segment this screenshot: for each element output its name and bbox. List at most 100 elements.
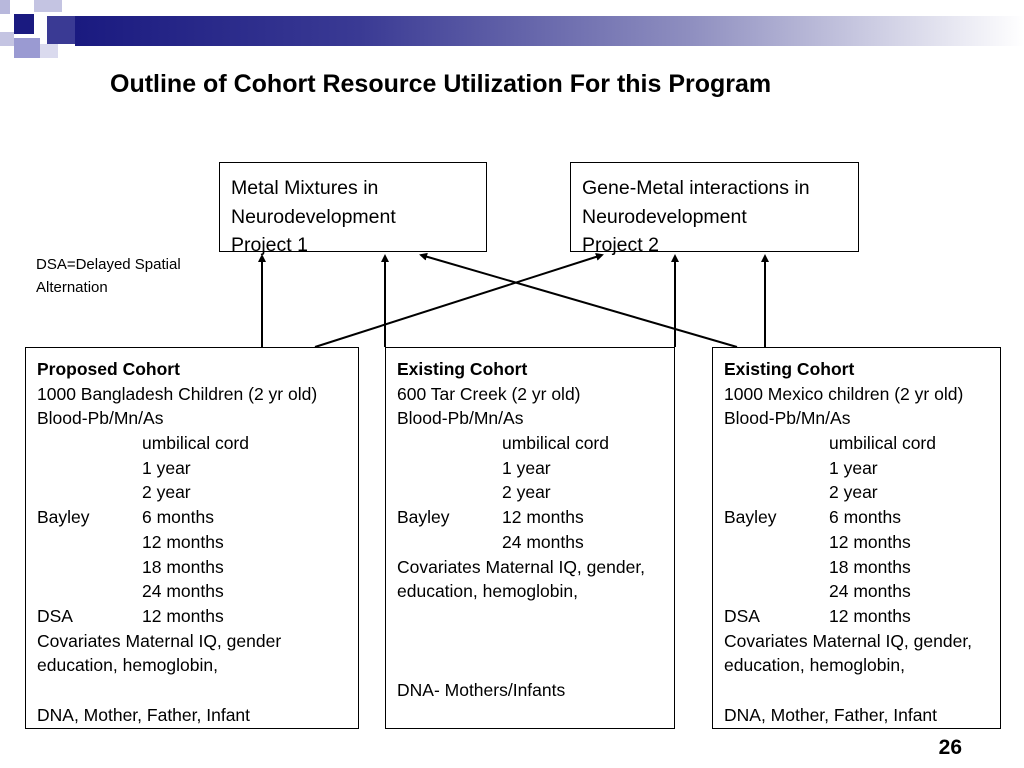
cohort-row: 600 Tar Creek (2 yr old): [397, 382, 674, 407]
dsa-note-line: DSA=Delayed Spatial: [36, 256, 181, 273]
cohort-row: DSA 12 months: [37, 604, 358, 629]
deco-square: [0, 0, 10, 14]
cohort-row: 1 year: [37, 456, 358, 481]
cohort-row-value: 18 months: [142, 556, 224, 577]
cohort-row-text: Covariates Maternal IQ, gender,: [724, 630, 973, 651]
cohort-row-label: Bayley: [37, 507, 90, 528]
cohort-row: 24 months: [397, 530, 674, 555]
deco-square: [14, 38, 40, 58]
project-box-2: Gene-Metal interactions in Neurodevelopm…: [570, 162, 859, 256]
cohort-row: 18 months: [37, 555, 358, 580]
cohort-row-label: Bayley: [724, 507, 777, 528]
cohort-row: 1000 Mexico children (2 yr old): [724, 382, 1000, 407]
cohort-row-text: Blood-Pb/Mn/As: [37, 408, 164, 429]
cohort-row-value: 6 months: [829, 507, 901, 528]
cohort-row-value: 24 months: [829, 581, 911, 602]
cohort-heading: Existing Cohort: [724, 359, 855, 379]
arrow-bangladesh-to-project-2: [314, 253, 604, 348]
arrow-mexico-to-project-1: [419, 252, 738, 348]
project-1-line: Project 1: [231, 234, 308, 256]
cohort-row-label: Bayley: [397, 507, 450, 528]
cohort-row-value: 12 months: [142, 531, 224, 552]
cohort-heading: Proposed Cohort: [37, 359, 180, 379]
cohort-row: Covariates Maternal IQ, gender,: [397, 555, 674, 580]
cohort-row-text: Blood-Pb/Mn/As: [724, 408, 851, 429]
cohort-row: 12 months: [37, 530, 358, 555]
cohort-row-text: DNA, Mother, Father, Infant: [724, 704, 938, 725]
cohort-row: education, hemoglobin,: [724, 653, 1000, 678]
cohort-box-bangladesh: Proposed Cohort 1000 Bangladesh Children…: [25, 347, 359, 729]
cohort-box-mexico: Existing Cohort 1000 Mexico children (2 …: [712, 347, 1001, 729]
cohort-row: 1 year: [397, 456, 674, 481]
cohort-row-value: 2 year: [829, 482, 878, 503]
cohort-row-text: 1000 Bangladesh Children (2 yr old): [37, 383, 318, 404]
cohort-row-text: education, hemoglobin,: [724, 655, 905, 676]
cohort-row-label: DSA: [37, 605, 73, 626]
dsa-note-line: Alternation: [36, 279, 108, 296]
cohort-row: 18 months: [724, 555, 1000, 580]
cohort-row: education, hemoglobin,: [37, 653, 358, 678]
cohort-row: 2 year: [397, 480, 674, 505]
cohort-row: 1000 Bangladesh Children (2 yr old): [37, 382, 358, 407]
cohort-row-value: 1 year: [829, 457, 878, 478]
project-box-1: Metal Mixtures in Neurodevelopment Proje…: [219, 162, 487, 256]
deco-square: [14, 14, 34, 34]
cohort-row-text: 600 Tar Creek (2 yr old): [397, 383, 581, 404]
project-1-line: Metal Mixtures in: [231, 177, 379, 199]
cohort-row: Blood-Pb/Mn/As: [724, 406, 1000, 431]
cohort-row: Bayley 6 months: [724, 505, 1000, 530]
deco-square: [0, 32, 14, 46]
project-2-line: Project 2: [582, 234, 659, 256]
cohort-row: umbilical cord: [37, 431, 358, 456]
page-number: 26: [938, 736, 962, 759]
cohort-row-value: 12 months: [829, 531, 911, 552]
cohort-row: 24 months: [37, 579, 358, 604]
cohort-row-text: Covariates Maternal IQ, gender,: [397, 556, 646, 577]
slide-title: Outline of Cohort Resource Utilization F…: [110, 70, 772, 98]
cohort-row: education, hemoglobin,: [397, 579, 674, 604]
project-1-line: Neurodevelopment: [231, 205, 396, 228]
cohort-row: Blood-Pb/Mn/As: [397, 406, 674, 431]
dsa-note: DSA=Delayed Spatial Alternation: [36, 253, 181, 299]
cohort-row-value: 1 year: [142, 457, 191, 478]
cohort-row-text: education, hemoglobin,: [37, 655, 218, 676]
cohort-row: Covariates Maternal IQ, gender,: [724, 629, 1000, 654]
cohort-row: 12 months: [724, 530, 1000, 555]
cohort-row: umbilical cord: [724, 431, 1000, 456]
cohort-row: DNA, Mother, Father, Infant: [37, 703, 358, 728]
cohort-row-value: 18 months: [829, 556, 911, 577]
cohort-row: DNA, Mother, Father, Infant: [724, 703, 1000, 728]
cohort-row: umbilical cord: [397, 431, 674, 456]
cohort-row-value: 2 year: [142, 482, 191, 503]
cohort-row-label: DSA: [724, 605, 760, 626]
deco-square: [40, 44, 58, 58]
cohort-row: DSA 12 months: [724, 604, 1000, 629]
cohort-row-text: DNA, Mother, Father, Infant: [37, 704, 251, 725]
cohort-row-value: 12 months: [142, 605, 224, 626]
cohort-row-text: DNA- Mothers/Infants: [397, 679, 566, 700]
cohort-box-tar-creek: Existing Cohort 600 Tar Creek (2 yr old)…: [385, 347, 675, 729]
cohort-row-value: 6 months: [142, 507, 214, 528]
cohort-row: DNA- Mothers/Infants: [397, 678, 674, 703]
cohort-row-value: 12 months: [829, 605, 911, 626]
cohort-row-value: umbilical cord: [142, 433, 249, 454]
cohort-row-value: 24 months: [142, 581, 224, 602]
project-2-line: Gene-Metal interactions in: [582, 177, 810, 199]
cohort-row: Covariates Maternal IQ, gender: [37, 629, 358, 654]
header-gradient-band: [75, 16, 1024, 46]
cohort-row-value: 2 year: [502, 482, 551, 503]
cohort-row-text: education, hemoglobin,: [397, 581, 578, 602]
cohort-row-value: 1 year: [502, 457, 551, 478]
cohort-row-text: Blood-Pb/Mn/As: [397, 408, 524, 429]
cohort-row-value: umbilical cord: [829, 433, 936, 454]
cohort-row-text: 1000 Mexico children (2 yr old): [724, 383, 964, 404]
cohort-row-text: Covariates Maternal IQ, gender: [37, 630, 282, 651]
cohort-row: Blood-Pb/Mn/As: [37, 406, 358, 431]
cohort-row: 1 year: [724, 456, 1000, 481]
project-2-line: Neurodevelopment: [582, 205, 747, 228]
cohort-heading: Existing Cohort: [397, 359, 528, 379]
deco-square: [34, 0, 62, 12]
cohort-row: 2 year: [724, 480, 1000, 505]
